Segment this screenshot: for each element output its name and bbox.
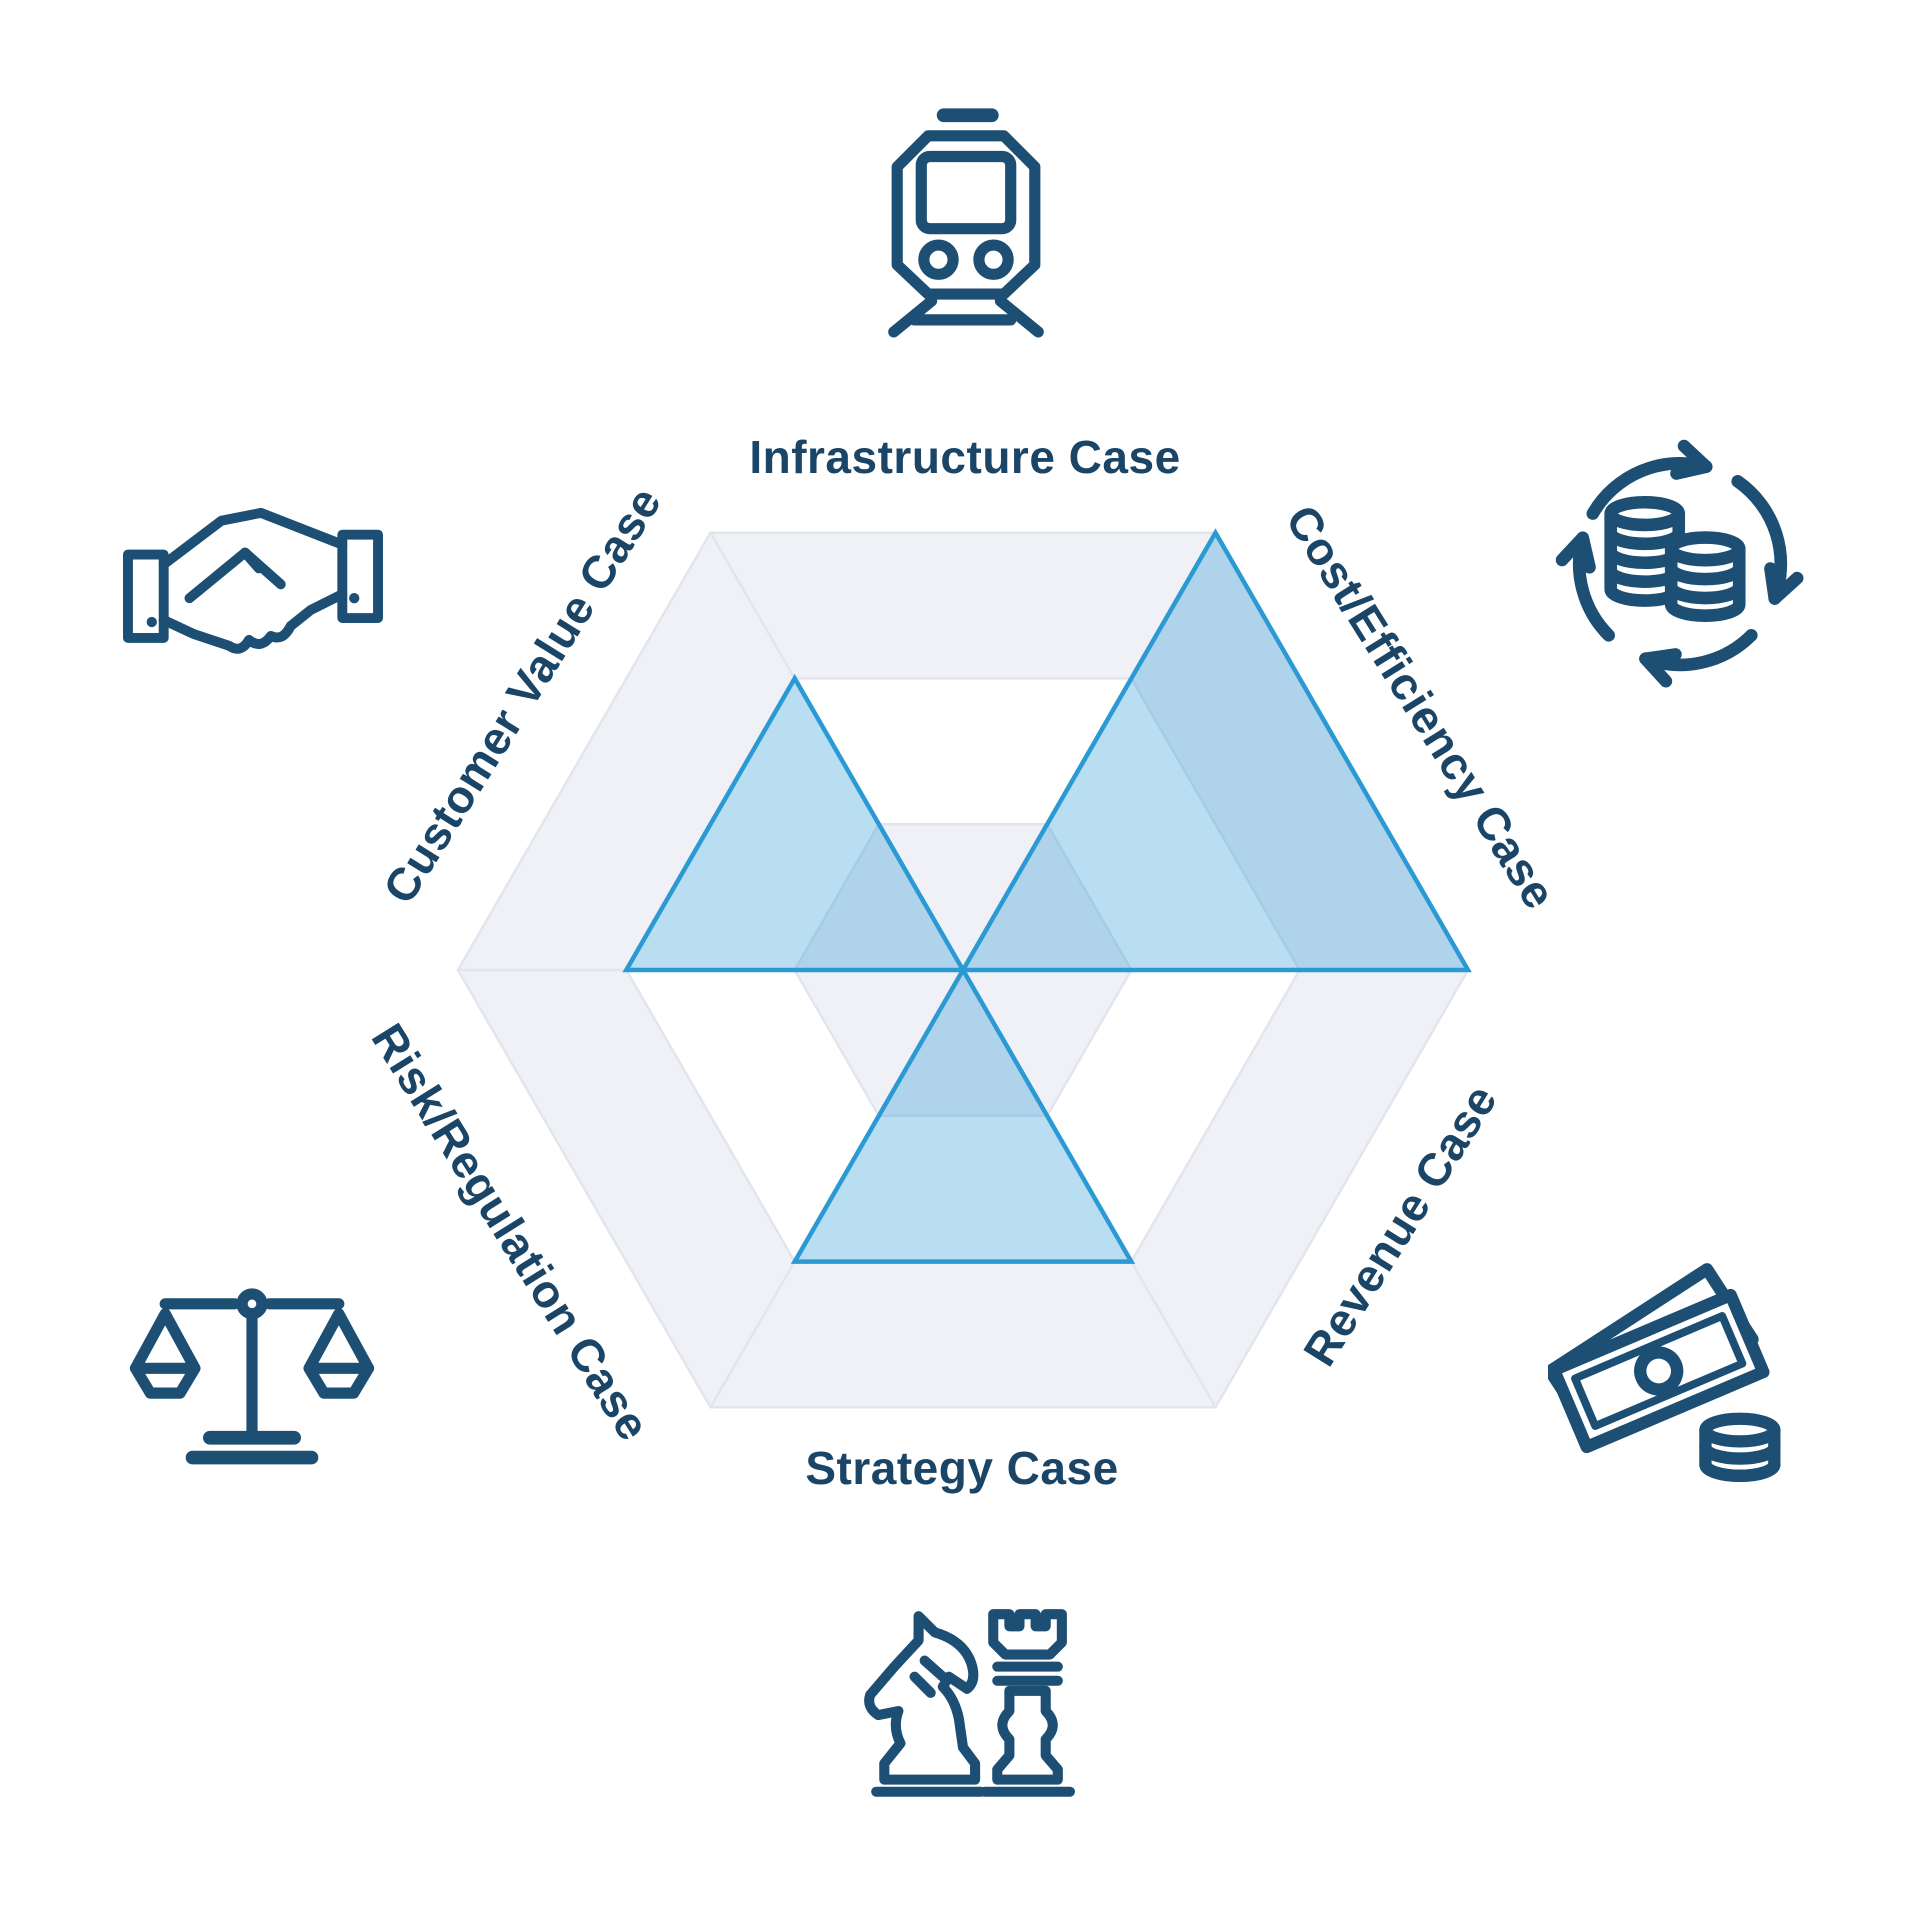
train-icon: [880, 98, 1052, 344]
sector-label-infrastructure: Infrastructure Case: [749, 431, 1181, 483]
handshake-icon: [122, 495, 384, 683]
sector-label-strategy: Strategy Case: [805, 1442, 1119, 1494]
banknote-coins-icon: [1544, 1248, 1794, 1499]
chess-pieces-icon: [852, 1594, 1078, 1805]
coins-cycle-icon: [1554, 438, 1806, 695]
scales-icon: [128, 1284, 376, 1487]
